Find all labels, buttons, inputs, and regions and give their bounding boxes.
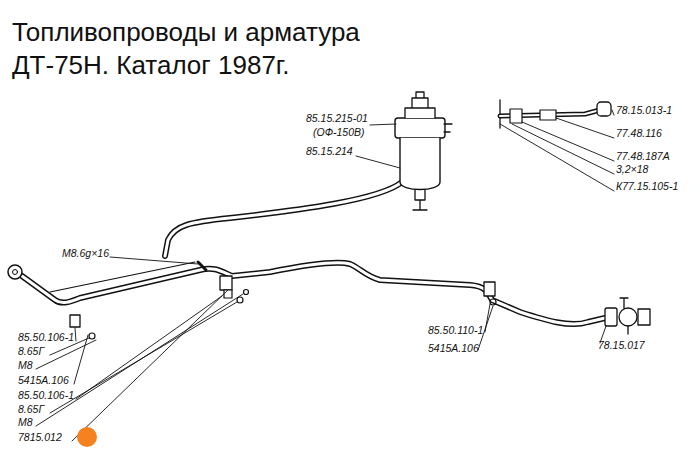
part-number: 85.50.106-1 — [18, 389, 74, 401]
part-number: 85.15.215-01 — [306, 112, 368, 124]
part-number: (ОФ-150В) — [313, 126, 365, 138]
marker-dot — [77, 427, 97, 447]
part-number: М8 — [18, 359, 33, 371]
part-number: 85.50.110-1 — [428, 324, 483, 336]
part-number: 7815.012 — [18, 431, 62, 443]
part-number: К77.15.105-1 — [616, 180, 678, 192]
part-number: М8.6g×16 — [62, 247, 109, 259]
part-number: 3,2×18 — [616, 163, 648, 175]
part-number: 8.65Г — [18, 345, 44, 357]
part-number: 85.15.214 — [306, 145, 353, 157]
part-number: 78.15.013-1 — [616, 104, 672, 116]
part-number: 8.65Г — [18, 403, 44, 415]
part-number: 78.15.017 — [598, 339, 645, 351]
diagram-title: Топливопроводы и арматура ДТ-75Н. Катало… — [12, 16, 422, 82]
part-number: 5415А.106 — [428, 342, 479, 354]
part-number: 85.50.106-1 — [18, 331, 74, 343]
part-number: 77.48.116 — [616, 127, 662, 139]
part-number: 77.48.187А — [616, 150, 670, 162]
part-number: 5415А.106 — [18, 374, 69, 386]
part-number: М8 — [18, 416, 33, 428]
